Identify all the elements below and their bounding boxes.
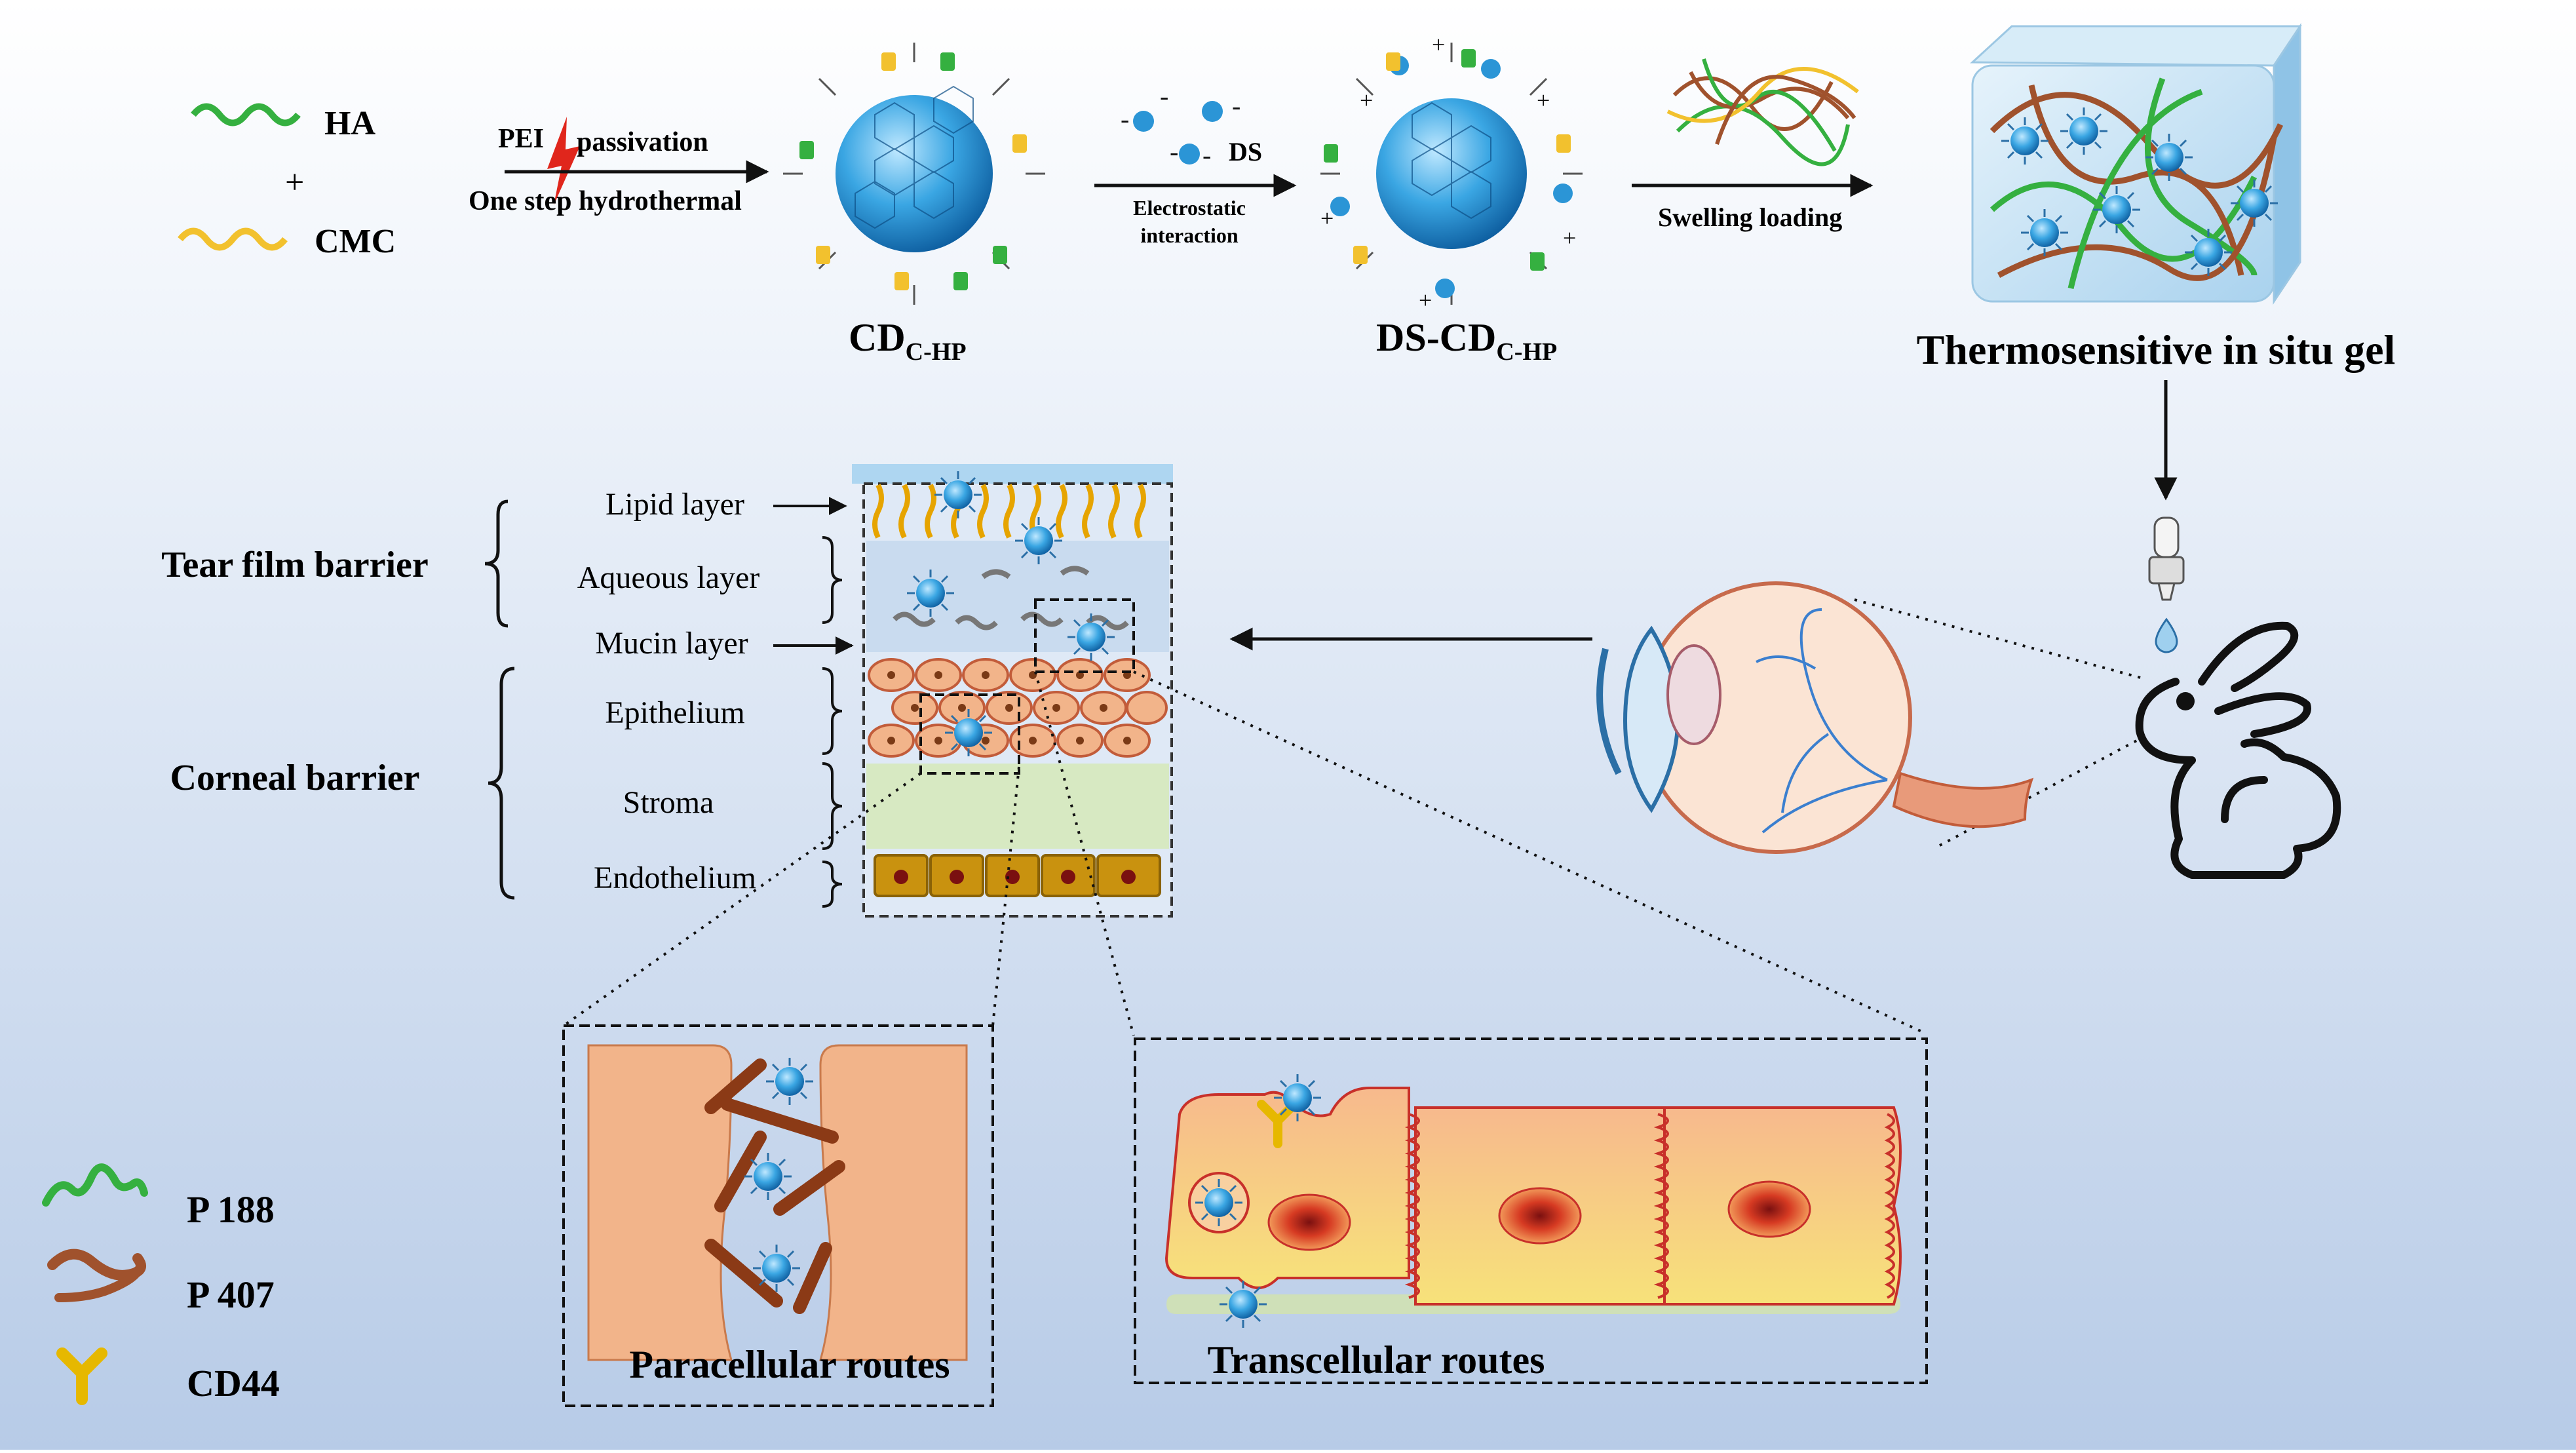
svg-text:-: -	[1160, 81, 1168, 111]
svg-text:+: +	[1563, 225, 1576, 251]
svg-text:+: +	[1360, 87, 1373, 113]
hydrothermal-label: One step hydrothermal	[469, 186, 742, 216]
ds-molecules: - - - - -	[1121, 81, 1240, 170]
drop-icon	[2155, 617, 2178, 653]
legend: P 188 P 407 CD44	[42, 1163, 280, 1405]
svg-text:-: -	[1202, 140, 1211, 170]
svg-text:+: +	[1419, 287, 1432, 313]
svg-text:-: -	[1232, 91, 1240, 121]
interaction-label: interaction	[1140, 223, 1239, 247]
passivation-label: passivation	[577, 127, 708, 157]
ds-cd-title: DS-CDC-HP	[1376, 316, 1557, 366]
eyeball-illustration	[1596, 581, 2034, 854]
cmc-label: CMC	[315, 223, 396, 260]
zoom-line-eye-top	[1854, 598, 2143, 680]
endothelium-label: Endothelium	[594, 861, 756, 895]
pei-label: PEI	[498, 124, 544, 154]
svg-text:+: +	[1432, 31, 1445, 58]
cd44-icon	[56, 1347, 107, 1405]
stroma-label: Stroma	[623, 785, 714, 820]
zoom-lines-bottom	[562, 670, 1924, 1036]
ds-cd-particle: + + + + + +	[1320, 31, 1583, 313]
p188-icon	[42, 1163, 148, 1207]
p188-label: P 188	[187, 1188, 275, 1231]
paracellular-panel: Paracellular routes	[562, 1024, 994, 1407]
electrostatic-label: Electrostatic	[1133, 196, 1246, 220]
svg-text:-: -	[1170, 137, 1178, 166]
cd44-label: CD44	[187, 1362, 280, 1405]
lightning-icon	[547, 117, 580, 205]
gel-title: Thermosensitive in situ gel	[1917, 326, 2396, 373]
corneal-barrier-label: Corneal barrier	[170, 758, 420, 798]
mucin-layer-label: Mucin layer	[595, 626, 748, 661]
p407-label: P 407	[187, 1273, 275, 1316]
rabbit-icon	[2135, 621, 2341, 879]
tear-film-barrier-label: Tear film barrier	[161, 545, 428, 585]
lipid-layer-label: Lipid layer	[606, 487, 744, 522]
swelling-label: Swelling loading	[1658, 203, 1842, 232]
aqueous-layer-label: Aqueous layer	[577, 560, 760, 595]
epithelium-label: Epithelium	[605, 695, 744, 730]
ha-chain-icon	[191, 103, 301, 126]
svg-text:+: +	[1537, 87, 1550, 113]
layer-labels: Lipid layer Aqueous layer Mucin layer Ep…	[161, 487, 854, 908]
cmc-chain-icon	[178, 227, 288, 251]
transcellular-panel: Transcellular routes	[1134, 1037, 1928, 1384]
cornea-cross-section	[852, 464, 1173, 918]
ds-label: DS	[1229, 137, 1262, 166]
transcellular-label: Transcellular routes	[1208, 1338, 1545, 1382]
cd-particle	[783, 43, 1045, 305]
paracellular-label: Paracellular routes	[629, 1343, 950, 1386]
svg-text:+: +	[1320, 205, 1334, 231]
svg-text:-: -	[1121, 104, 1129, 134]
ha-label: HA	[324, 105, 375, 142]
polymer-network-icon	[1666, 58, 1859, 166]
cd-title: CDC-HP	[849, 316, 967, 366]
synthesis-row: HA + CMC PEI passivation One step hydrot…	[178, 23, 2396, 373]
gel-cube	[1970, 23, 2302, 305]
plus-sign: +	[285, 164, 304, 201]
eye-dropper-icon	[2148, 516, 2185, 601]
